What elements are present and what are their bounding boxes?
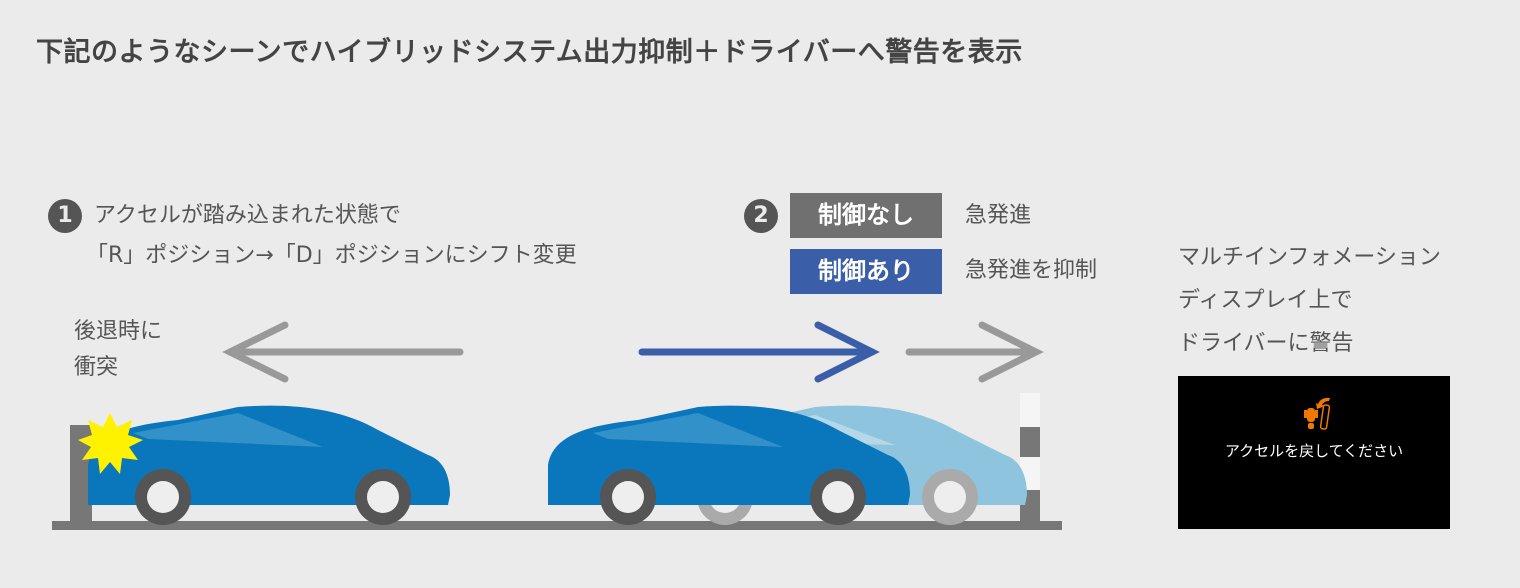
ground-line [52, 521, 1062, 530]
step-1-line1: アクセルが踏み込まれた状態で [94, 203, 401, 228]
front-pole [1020, 393, 1040, 525]
car-collision [88, 405, 450, 525]
rear-wall [70, 425, 92, 525]
display-note-line2: ディスプレイ上で [1178, 288, 1353, 313]
page-title: 下記のようなシーンでハイブリッドシステム出力抑制＋ドライバーへ警告を表示 [36, 37, 1023, 68]
step-2-badge: 2 [744, 199, 778, 233]
display-note-line3: ドライバーに警告 [1178, 331, 1354, 356]
warning-message: アクセルを戻してください [1224, 442, 1404, 460]
forward-arrow-no-control [905, 321, 1044, 383]
no-control-result: 急発進 [965, 203, 1032, 228]
impact-burst-icon [78, 413, 143, 474]
forward-arrow-with-control [638, 321, 880, 383]
reverse-arrow [222, 321, 464, 383]
with-control-label: 制御あり [790, 249, 942, 294]
with-control-result: 急発進を抑制 [965, 258, 1098, 283]
display-note-line1: マルチインフォメーション [1178, 245, 1441, 270]
car-with-control [548, 405, 910, 525]
accelerator-foot-icon [1304, 397, 1331, 430]
step-1-line2: 「R」ポジション→「D」ポジションにシフト変更 [86, 243, 577, 268]
step-1-badge: 1 [48, 199, 82, 233]
no-control-label: 制御なし [790, 193, 942, 238]
collision-line2: 衝突 [74, 355, 119, 380]
multi-information-display: アクセルを戻してください [1178, 376, 1450, 529]
collision-line1: 後退時に [74, 319, 163, 344]
